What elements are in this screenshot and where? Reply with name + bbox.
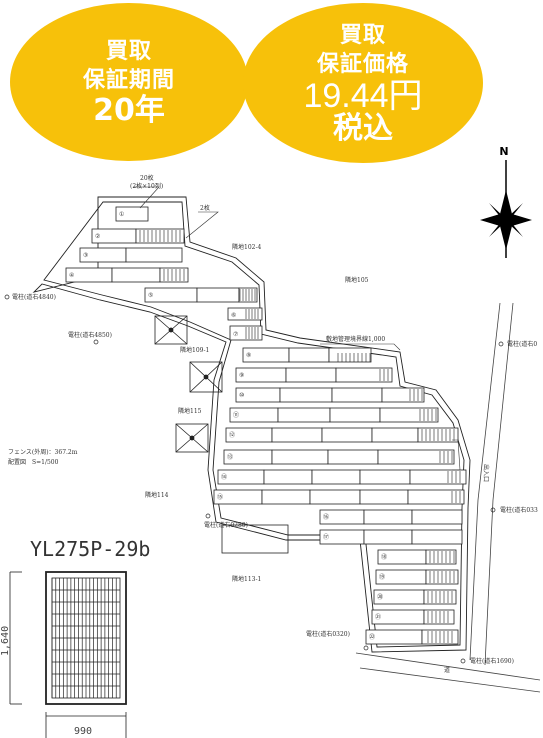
pole-icon [363, 645, 369, 651]
road-lines [355, 302, 541, 693]
panel-width-label: 990 [74, 726, 92, 737]
panel-height-label: 1,640 [0, 626, 11, 656]
row-label: ⑤ [148, 292, 153, 299]
row-label: ③ [83, 252, 88, 259]
pole-label: 電柱(道右1690) [470, 657, 514, 665]
site-labels: 20枚 (2枚×10列) 2枚 隣地102-4 隣地105 隣地109-1 隣地… [8, 174, 490, 674]
badge-right-line2: 保証価格 [316, 52, 409, 77]
row-number-labels: ① ② ③ ④ ⑤ ⑥ ⑦ ⑧ ⑨ ⑩ ⑪ ⑫ ⑬ ⑭ ⑮ ⑯ ⑰ ⑱ ⑲ ⑳ … [69, 211, 387, 641]
pole-label: 電柱(道右0320) [306, 630, 350, 638]
pole-icon [93, 339, 99, 345]
north-compass-icon: N [480, 145, 532, 258]
row-label: ⑲ [379, 573, 385, 581]
two-panel-note: 2枚 [200, 204, 210, 212]
boundary-note: 敷地管理境界線1,000 [326, 335, 385, 343]
road-label: 道 [444, 666, 450, 674]
lot-113-label: 隣地113-1 [232, 575, 261, 583]
site-boundary [32, 196, 471, 653]
row-label: ⑪ [233, 411, 239, 419]
guarantee-price-badge: 買取 保証価格 19.44円 税込 [243, 3, 483, 163]
row-label: ㉑ [375, 613, 381, 621]
lot-102-label: 隣地102-4 [232, 243, 261, 251]
badge-left-line2: 保証期間 [82, 68, 175, 93]
pole-label: 電柱(道右0280) [204, 521, 248, 529]
pole-icon [205, 513, 211, 519]
badge-left-line1: 買取 [105, 39, 152, 64]
row-label: ② [95, 233, 100, 240]
pole-label: 電柱(道右033 [500, 506, 538, 514]
pole-icon [498, 341, 504, 347]
row-label: ⑫ [229, 431, 235, 439]
badge-right-line4: 税込 [333, 111, 393, 146]
pole-label: 電柱(道右4850) [68, 331, 112, 339]
row-label: ⑧ [246, 352, 251, 359]
row-label: ㉒ [369, 633, 375, 641]
top-note-count: 20枚 [140, 174, 154, 182]
entrance-label: 出入口 [482, 464, 490, 482]
row-label: ⑬ [227, 453, 233, 461]
guarantee-period-badge: 買取 保証期間 20年 [10, 3, 248, 161]
lot-109-label: 隣地109-1 [180, 346, 209, 354]
equipment-boxes [154, 315, 289, 554]
pole-icon [460, 658, 466, 664]
row-label: ⑩ [239, 392, 244, 399]
panel-rows [65, 206, 467, 645]
row-label: ⑯ [323, 513, 329, 521]
row-label: ① [119, 211, 124, 218]
row-label: ⑦ [233, 331, 238, 338]
badge-right-line1: 買取 [339, 23, 386, 48]
row-label: ⑥ [231, 312, 236, 319]
annotation-leaders [133, 186, 461, 471]
scale-label: 配置図 S=1/500 [8, 459, 59, 466]
lot-105-label: 隣地105 [345, 276, 369, 284]
panel-cell-lines [51, 578, 120, 698]
top-note-detail: (2枚×10列) [130, 182, 163, 190]
fence-length-label: フェンス(外周)：367.2m [8, 448, 78, 456]
row-label: ⑳ [377, 593, 383, 601]
hatched-panel-blocks [139, 230, 461, 643]
panel-grid-drawing [9, 571, 127, 738]
pole-label: 電柱(道右0 [507, 340, 537, 348]
row-label: ⑭ [221, 473, 227, 481]
badge-left-line3: 20年 [93, 93, 165, 128]
row-label: ⑱ [381, 553, 387, 561]
badge-right-line3: 19.44円 [303, 77, 423, 115]
compass-north-label: N [499, 145, 508, 158]
row-label: ⑨ [239, 372, 244, 379]
lot-114-label: 隣地114 [145, 491, 169, 499]
pole-icon [4, 294, 10, 300]
pole-icon [490, 507, 496, 513]
utility-poles: 電柱(道右4840) 電柱(道右4850) 電柱(道右0 電柱(道右0280) … [4, 293, 538, 665]
lot-115-label: 隣地115 [178, 407, 202, 415]
row-label: ⑮ [217, 493, 223, 501]
pole-label: 電柱(道右4840) [12, 293, 56, 301]
panel-model-label: YL275P-29b [30, 537, 150, 561]
row-label: ⑰ [323, 533, 329, 541]
row-label: ④ [69, 272, 74, 279]
